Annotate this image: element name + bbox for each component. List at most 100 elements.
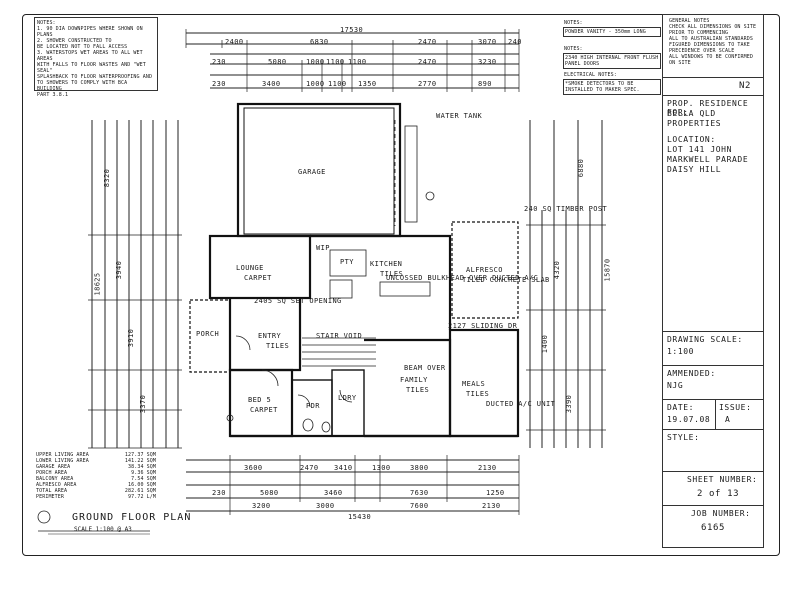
area-value: 38.34 SQM: [128, 464, 156, 470]
dim-bottom-r2-2: 5080: [260, 489, 279, 497]
notes-b-text: 2340 HIGH INTERNAL FRONT FLUSH PANEL DOO…: [563, 53, 661, 69]
client-line-1: BELLA QLD: [667, 109, 716, 118]
general-note-line: ALL TO AUSTRALIAN STANDARDS: [669, 36, 753, 42]
area-label: PERIMETER: [36, 494, 64, 500]
area-value: 282.61 SQM: [124, 488, 156, 494]
area-value: 7.54 SQM: [131, 476, 156, 482]
annotation-timber-post: 240 SQ TIMBER POST: [524, 205, 608, 213]
dim-top-r2-1: 230: [212, 58, 226, 66]
dim-bottom-r3-2: 3000: [316, 502, 335, 510]
dim-top-r2-7: 3230: [478, 58, 497, 66]
dim-top-r3-6: 2770: [418, 80, 437, 88]
area-row: TOTAL AREA 282.61 SQM: [36, 488, 156, 494]
annotation-ducted-ac: DUCTED A/C UNIT: [486, 400, 556, 408]
issue-value: A: [725, 415, 731, 424]
dim-bottom-r3-3: 7600: [410, 502, 429, 510]
general-note-line: ALL WINDOWS TO BE CONFIRMED ON SITE: [669, 54, 753, 66]
dim-top-5: 240: [508, 38, 522, 46]
dim-bottom-r2-3: 3460: [324, 489, 343, 497]
room-family: FAMILY: [400, 376, 428, 384]
note-line: 1. 90 DIA DOWNPIPES WHERE SHOWN ON PLANS: [37, 26, 143, 38]
dim-right-3: 1400: [541, 334, 550, 354]
note-line: BE LOCATED NOT TO FALL ACCESS: [37, 44, 128, 50]
notes-c-title: ELECTRICAL NOTES:: [564, 72, 617, 78]
dim-left-overall: 18625: [93, 272, 102, 296]
room-alfresco: ALFRESCO: [466, 266, 503, 274]
style-label: STYLE:: [667, 433, 700, 442]
room-entry: ENTRY: [258, 332, 282, 340]
dim-right-2: 4320: [553, 260, 562, 280]
area-value: 9.36 SQM: [131, 470, 156, 476]
dim-overall-top: 17530: [340, 26, 364, 34]
room-pdr: PDR: [306, 402, 320, 410]
amended-value: NJG: [667, 381, 684, 390]
annotation-sliding-door: 2127 SLIDING DR: [448, 322, 518, 330]
notes-b-title: NOTES:: [564, 46, 583, 52]
dim-left-4: 3370: [139, 394, 148, 414]
dim-bottom-r3-4: 2130: [482, 502, 501, 510]
dim-right-overall: 15870: [603, 258, 612, 282]
drawing-scale-label: DRAWING SCALE:: [667, 335, 743, 344]
location-line-1: LOT 141 JOHN: [667, 145, 732, 154]
dim-bottom-6: 2130: [478, 464, 497, 472]
job-number-value: 6165: [701, 523, 726, 533]
dim-left-3: 3910: [127, 328, 136, 348]
notes-title: NOTES:: [37, 20, 56, 26]
drawing-sheet-border: [22, 14, 780, 556]
general-notes-title: GENERAL NOTES: [669, 18, 710, 24]
dim-top-r3-7: 890: [478, 80, 492, 88]
notes-c-text: *SMOKE DETECTORS TO BE INSTALLED TO MAKE…: [563, 79, 661, 95]
general-notes: GENERAL NOTES CHECK ALL DIMENSIONS ON SI…: [669, 18, 759, 66]
area-label: BALCONY AREA: [36, 476, 74, 482]
dim-top-r2-4: 1100: [326, 58, 345, 66]
sheet-number-label: SHEET NUMBER:: [687, 475, 758, 484]
dim-right-1: 6880: [577, 158, 586, 178]
area-label: ALFRESCO AREA: [36, 482, 77, 488]
issue-label: ISSUE:: [719, 403, 752, 412]
dim-bottom-2: 2470: [300, 464, 319, 472]
room-bed-5: BED 5: [248, 396, 272, 404]
area-row: ALFRESCO AREA 16.00 SQM: [36, 482, 156, 488]
dim-top-4: 3070: [478, 38, 497, 46]
dim-bottom-r3-1: 3200: [252, 502, 271, 510]
dim-top-1: 2400: [225, 38, 244, 46]
room-kitchen-finish: TILES: [380, 270, 404, 278]
annotation-bulkhead: UNCOSSED BULKHEAD OVER DUCTED A/C: [386, 274, 539, 282]
annotation-water-tank: WATER TANK: [436, 112, 483, 120]
dim-bottom-r2-5: 1250: [486, 489, 505, 497]
room-alfresco-finish: TILED CONCRETE SLAB: [462, 276, 550, 284]
room-ldry: LDRY: [338, 394, 357, 402]
note-line: SPLASHBACK TO FLOOR WATERPROOFING AND: [37, 74, 153, 80]
annotation-beam: BEAM OVER: [404, 364, 446, 372]
note-line: TO SHOWERS TO COMPLY WITH BCA BUILDING: [37, 80, 128, 92]
dim-bottom-5: 3800: [410, 464, 429, 472]
location-label: LOCATION:: [667, 135, 716, 144]
note-line: PART 3.8.1: [37, 92, 69, 98]
date-label: DATE:: [667, 403, 695, 412]
general-note-line: CHECK ALL DIMENSIONS ON SITE PRIOR TO CO…: [669, 24, 757, 36]
area-value: 16.00 SQM: [128, 482, 156, 488]
room-entry-finish: TILES: [266, 342, 290, 350]
note-line: WITH FALLS TO FLOOR WASTES AND "WET SEAL…: [37, 62, 146, 74]
room-lounge-finish: CARPET: [244, 274, 272, 282]
area-label: TOTAL AREA: [36, 488, 68, 494]
room-family-finish: TILES: [406, 386, 430, 394]
dim-bottom-3: 3410: [334, 464, 353, 472]
dim-left-2: 3940: [115, 260, 124, 280]
room-lounge: LOUNGE: [236, 264, 264, 272]
revision-marker: N2: [739, 81, 752, 91]
dim-overall-bottom: 15430: [348, 513, 372, 521]
plan-title: GROUND FLOOR PLAN: [72, 512, 192, 523]
dim-top-r3-5: 1350: [358, 80, 377, 88]
dim-top-3: 2470: [418, 38, 437, 46]
dim-top-r3-2: 3400: [262, 80, 281, 88]
amended-label: AMMENDED:: [667, 369, 716, 378]
construction-notes-box: NOTES: 1. 90 DIA DOWNPIPES WHERE SHOWN O…: [34, 17, 158, 98]
dim-bottom-1: 3600: [244, 464, 263, 472]
location-line-3: DAISY HILL: [667, 165, 722, 174]
